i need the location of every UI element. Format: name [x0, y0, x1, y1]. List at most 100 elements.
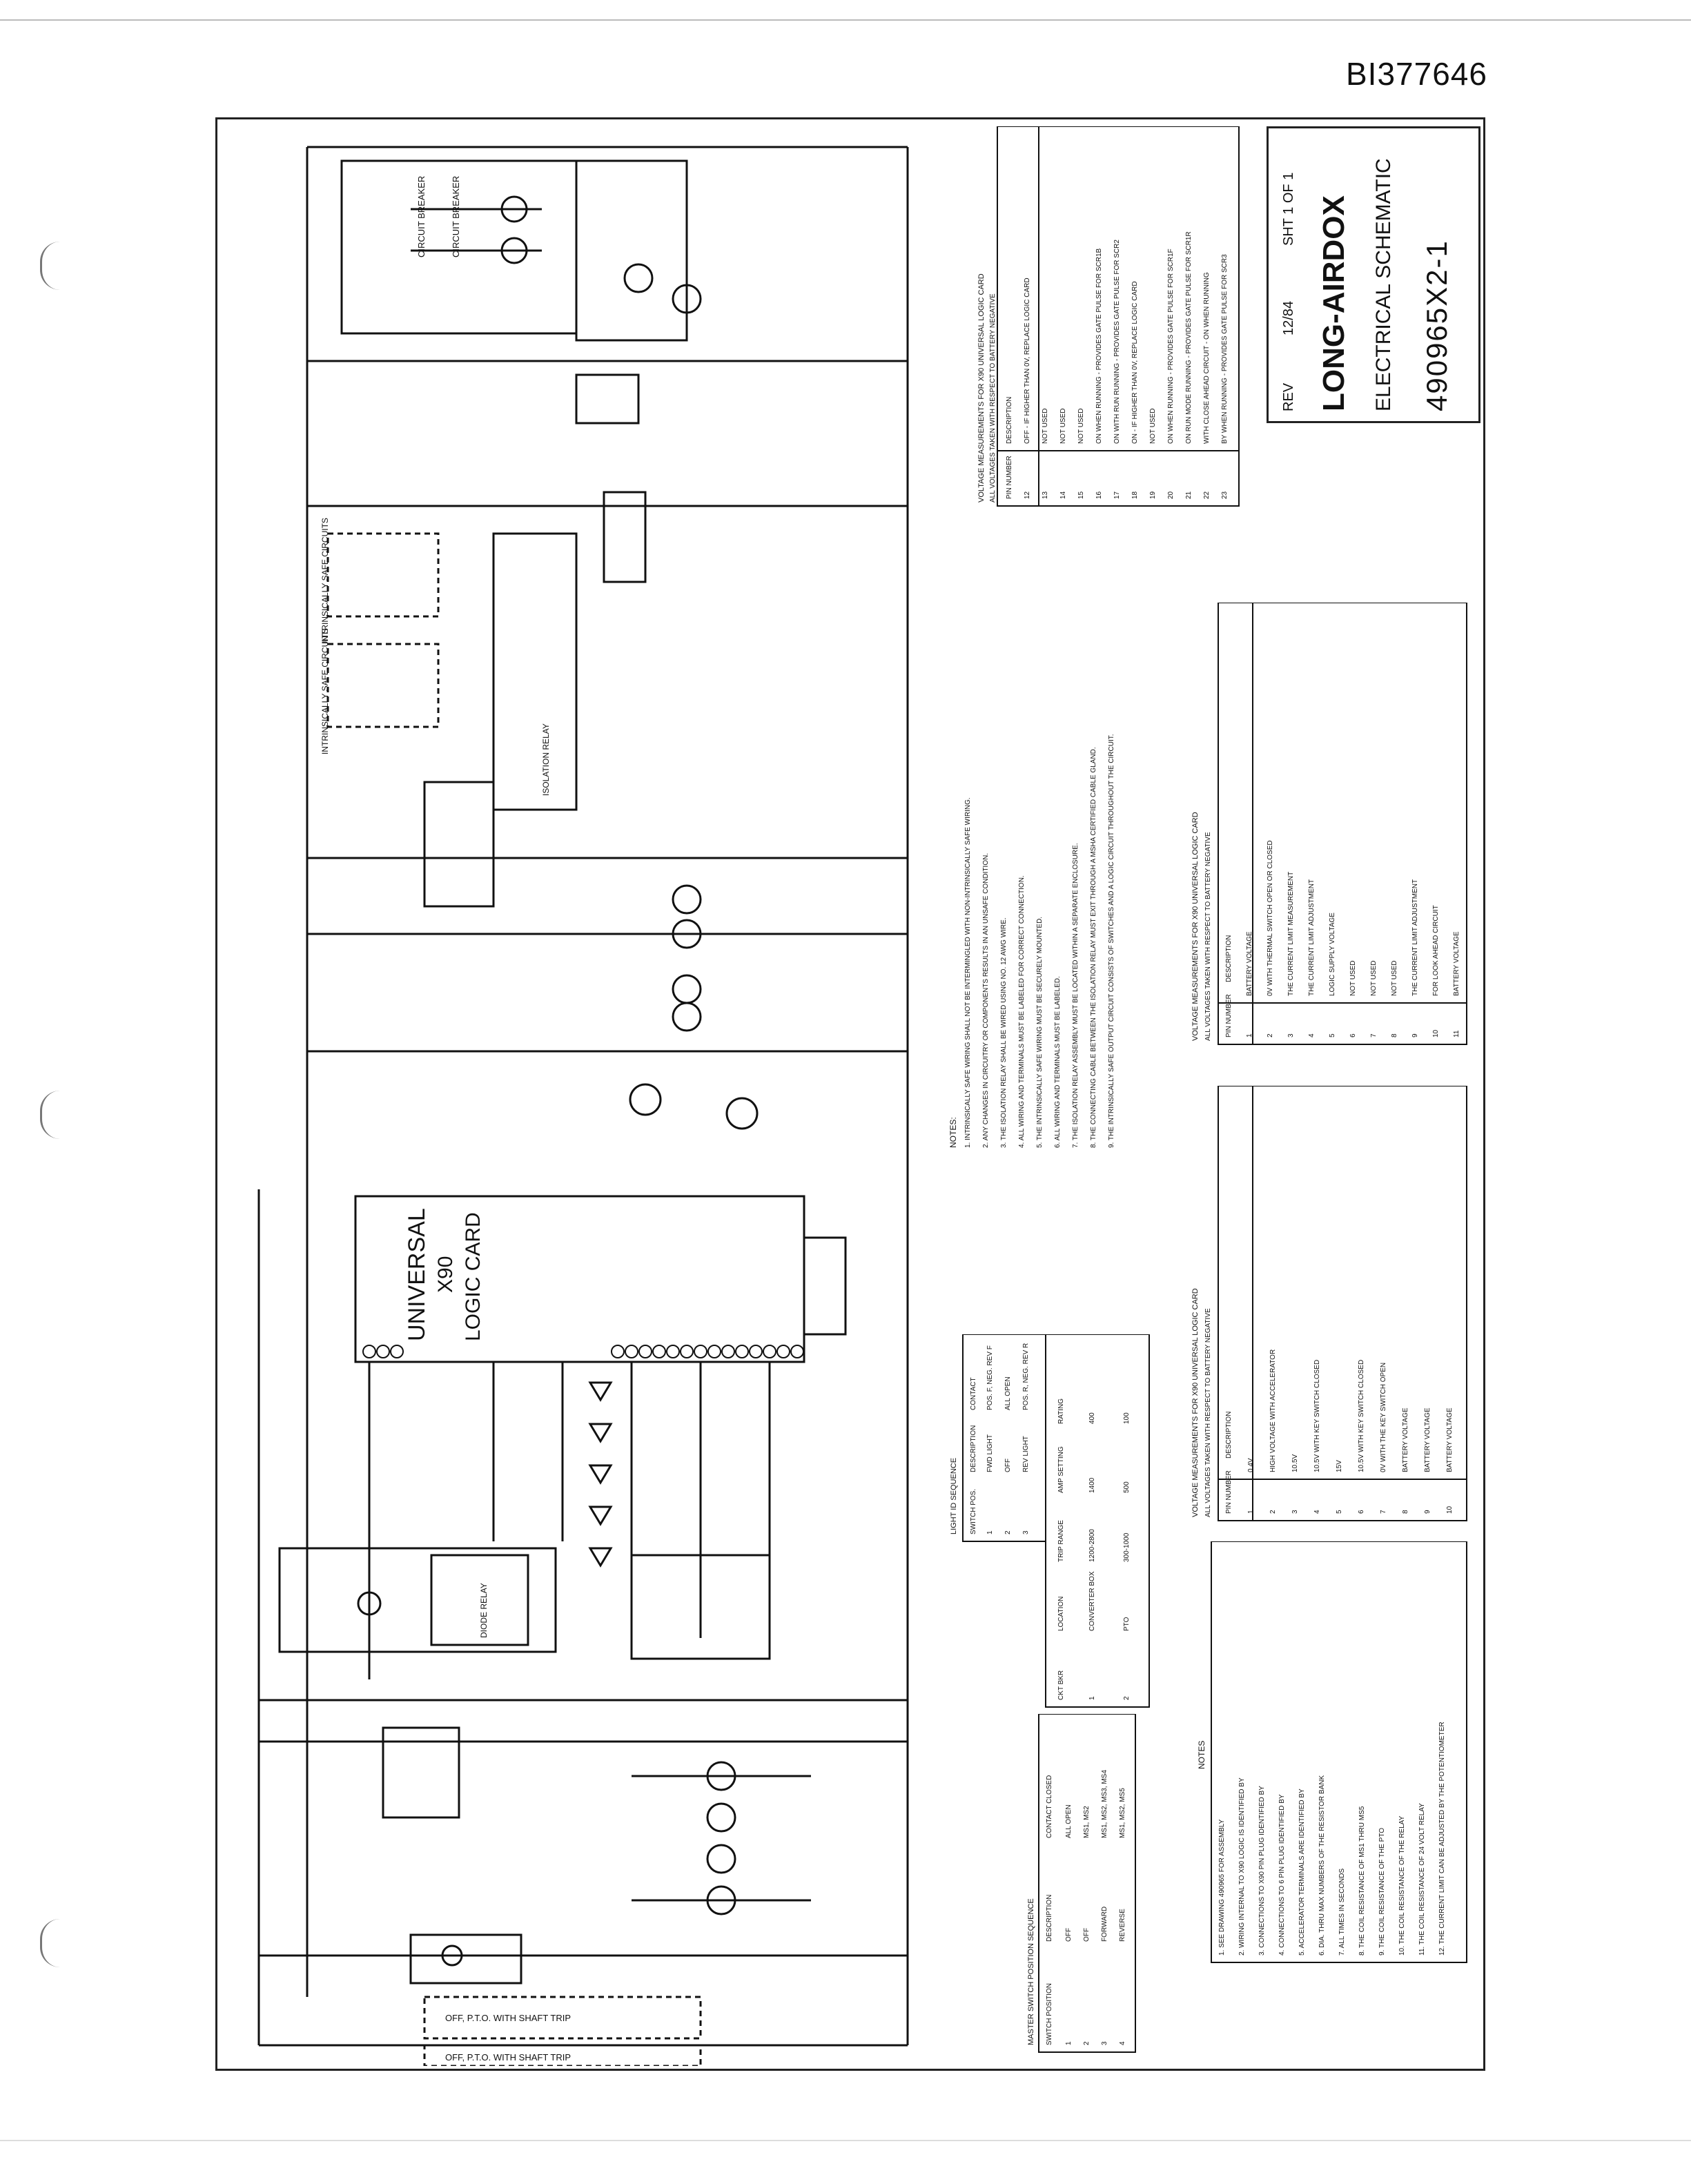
tables-light-ckt: LIGHT ID SEQUENCE SWITCH POS.DESCRIPTION… — [950, 1334, 1150, 1708]
table-cell-pin: 7 — [1370, 1033, 1378, 1037]
table-cell: 500 — [1123, 1481, 1131, 1493]
label-intrinsically-safe-1: INTRINSICALLY SAFE CIRCUITS — [320, 518, 330, 644]
drawing-title: ELECTRICAL SCHEMATIC — [1372, 158, 1395, 411]
table-cell-description: NOT USED — [1391, 961, 1398, 997]
title-block: REV 12/84 SHT 1 OF 1 LONG-AIRDOX ELECTRI… — [1267, 126, 1480, 423]
table-cell-pin: 2 — [1267, 1033, 1274, 1037]
table-cell-description: ON WHEN RUNNING - PROVIDES GATE PULSE FO… — [1095, 248, 1103, 444]
light-seq-title: LIGHT ID SEQUENCE — [950, 1458, 958, 1534]
document-id: BI377646 — [1346, 56, 1487, 92]
label-circuit-breaker-left: CIRCUIT BREAKER — [416, 176, 427, 257]
table-header: DESCRIPTION — [1046, 1895, 1053, 1942]
rev-label: REV — [1281, 382, 1296, 411]
master-switch-title: MASTER SWITCH POSITION SEQUENCE — [1027, 1898, 1035, 2045]
label-isolation-relay: ISOLATION RELAY — [541, 723, 551, 796]
table-header: DESCRIPTION — [970, 1425, 977, 1472]
binder-hole-1 — [40, 242, 60, 290]
table-cell-pin: 1 — [1246, 1033, 1253, 1037]
rev-date: 12/84 — [1281, 300, 1296, 335]
table-cell-pin: 5 — [1336, 1510, 1343, 1514]
table-cell-description: THE CURRENT LIMIT ADJUSTMENT — [1308, 879, 1316, 996]
table-cell: 1 — [1088, 1696, 1096, 1700]
table-cell-pin: 14 — [1059, 491, 1067, 499]
voltage-mid-title: VOLTAGE MEASUREMENTS FOR X90 UNIVERSAL L… — [1191, 812, 1200, 1041]
table-cell: REVERSE — [1119, 1909, 1126, 1942]
table-cell-pin: 3 — [1287, 1033, 1295, 1037]
notes-middle-title: NOTES: — [948, 1117, 958, 1148]
table-cell: MS1, MS2, MS3, MS4 — [1101, 1770, 1108, 1838]
table-cell-pin: 5 — [1329, 1033, 1336, 1037]
label-pto-1: OFF, P.T.O. WITH SHAFT TRIP — [445, 2013, 571, 2023]
voltage-top-title: VOLTAGE MEASUREMENTS FOR X90 UNIVERSAL L… — [977, 273, 986, 503]
table-cell-description: ON WHEN RUNNING - PROVIDES GATE PULSE FO… — [1167, 248, 1175, 444]
note-item: 1. SEE DRAWING 490965 FOR ASSEMBLY — [1218, 1819, 1226, 1956]
table-cell: 2 — [1123, 1696, 1131, 1700]
table-cell-description: ON RUN MODE RUNNING - PROVIDES GATE PULS… — [1185, 231, 1193, 444]
voltage-low-subtitle: ALL VOLTAGES TAKEN WITH RESPECT TO BATTE… — [1204, 1308, 1212, 1517]
table-cell-pin: 12 — [1024, 491, 1031, 499]
table-cell-pin: 8 — [1402, 1510, 1409, 1514]
voltage-low-title: VOLTAGE MEASUREMENTS FOR X90 UNIVERSAL L… — [1191, 1288, 1200, 1517]
table-header: CONTACT CLOSED — [1046, 1775, 1053, 1838]
table-cell-description: LOGIC SUPPLY VOLTAGE — [1329, 913, 1336, 996]
logic-card-line1: UNIVERSAL — [404, 1208, 430, 1341]
drawing-number: 490965X2-1 — [1420, 240, 1453, 411]
table-header: DESCRIPTION — [1225, 1412, 1233, 1459]
table-cell-pin: 23 — [1221, 491, 1229, 499]
master-switch-table: MASTER SWITCH POSITION SEQUENCE SWITCH P… — [1027, 1714, 1136, 2053]
table-cell: MS1, MS2 — [1083, 1806, 1091, 1838]
label-relay-box: DIODE RELAY — [479, 1583, 489, 1638]
table-header: DESCRIPTION — [1006, 397, 1013, 444]
table-cell-description: 0.4V — [1247, 1458, 1255, 1472]
table-cell: PTO — [1123, 1617, 1131, 1631]
table-cell-description: NOT USED — [1077, 409, 1085, 445]
table-header: RATING — [1057, 1398, 1065, 1424]
table-cell: REV LIGHT — [1022, 1436, 1030, 1472]
notes-middle: NOTES: 1. INTRINSICALLY SAFE WIRING SHAL… — [948, 734, 1115, 1148]
table-cell: 1200-2800 — [1088, 1529, 1096, 1562]
note-item: 9. THE INTRINSICALLY SAFE OUTPUT CIRCUIT… — [1108, 734, 1115, 1148]
table-cell-description: 10.5V WITH KEY SWITCH CLOSED — [1358, 1360, 1365, 1472]
voltage-table-low: VOLTAGE MEASUREMENTS FOR X90 UNIVERSAL L… — [1191, 1086, 1467, 1521]
table-cell-description: 0V WITH THE KEY SWITCH OPEN — [1380, 1363, 1387, 1472]
table-cell-description: WITH CLOSE AHEAD CIRCUIT - ON WHEN RUNNI… — [1203, 272, 1211, 444]
table-cell-pin: 21 — [1185, 491, 1193, 499]
table-cell-pin: 15 — [1077, 491, 1085, 499]
table-header: CONTACT — [970, 1377, 977, 1410]
table-cell: 1400 — [1088, 1477, 1096, 1493]
table-cell-pin: 10 — [1432, 1029, 1440, 1037]
table-cell: 3 — [1101, 2041, 1108, 2045]
binder-hole-2 — [40, 1091, 60, 1139]
table-cell-pin: 6 — [1358, 1510, 1365, 1514]
table-cell-pin: 10 — [1446, 1505, 1454, 1514]
table-header: PIN NUMBER — [1225, 1470, 1233, 1514]
table-cell: OFF — [1004, 1459, 1012, 1472]
note-item: 7. ALL TIMES IN SECONDS — [1338, 1869, 1346, 1956]
label-circuit-breaker-right: CIRCUIT BREAKER — [451, 176, 461, 257]
note-item: 6. ALL WIRING AND TERMINALS MUST BE LABE… — [1054, 976, 1062, 1148]
table-cell: 1 — [986, 1530, 994, 1534]
table-cell-description: FOR LOOK AHEAD CIRCUIT — [1432, 905, 1440, 996]
note-item: 12. THE CURRENT LIMIT CAN BE ADJUSTED BY… — [1438, 1722, 1446, 1956]
drawing-sheet: CIRCUIT BREAKER CIRCUIT BREAKER INTRINSI… — [215, 117, 1485, 2071]
note-item: 5. ACCELERATOR TERMINALS ARE IDENTIFIED … — [1298, 1788, 1306, 1956]
table-cell: CONVERTER BOX — [1088, 1571, 1096, 1631]
table-cell: 4 — [1119, 2041, 1126, 2045]
table-cell: FWD LIGHT — [986, 1434, 994, 1472]
table-cell-pin: 19 — [1149, 491, 1157, 499]
table-header: PIN NUMBER — [1225, 994, 1233, 1037]
table-cell-pin: 13 — [1042, 491, 1049, 499]
voltage-mid-subtitle: ALL VOLTAGES TAKEN WITH RESPECT TO BATTE… — [1204, 832, 1212, 1041]
table-cell-description: 10.5V WITH KEY SWITCH CLOSED — [1313, 1360, 1321, 1472]
table-cell-description: NOT USED — [1149, 409, 1157, 445]
voltage-table-mid: VOLTAGE MEASUREMENTS FOR X90 UNIVERSAL L… — [1191, 603, 1467, 1045]
table-cell-pin: 3 — [1291, 1510, 1299, 1514]
label-intrinsically-safe-2: INTRINSICALLY SAFE CIRCUITS — [320, 628, 330, 754]
note-item: 9. THE COIL RESISTANCE OF THE PTO — [1378, 1828, 1386, 1956]
table-header: PIN NUMBER — [1006, 456, 1013, 499]
note-item: 8. THE COIL RESISTANCE OF MS1 THRU MS5 — [1358, 1806, 1366, 1956]
note-item: 5. THE INTRINSICALLY SAFE WIRING MUST BE… — [1036, 917, 1044, 1148]
table-cell: 2 — [1004, 1530, 1012, 1534]
schematic-diagram: CIRCUIT BREAKER CIRCUIT BREAKER INTRINSI… — [257, 146, 909, 2066]
note-item: 8. THE CONNECTING CABLE BETWEEN THE ISOL… — [1090, 747, 1097, 1148]
